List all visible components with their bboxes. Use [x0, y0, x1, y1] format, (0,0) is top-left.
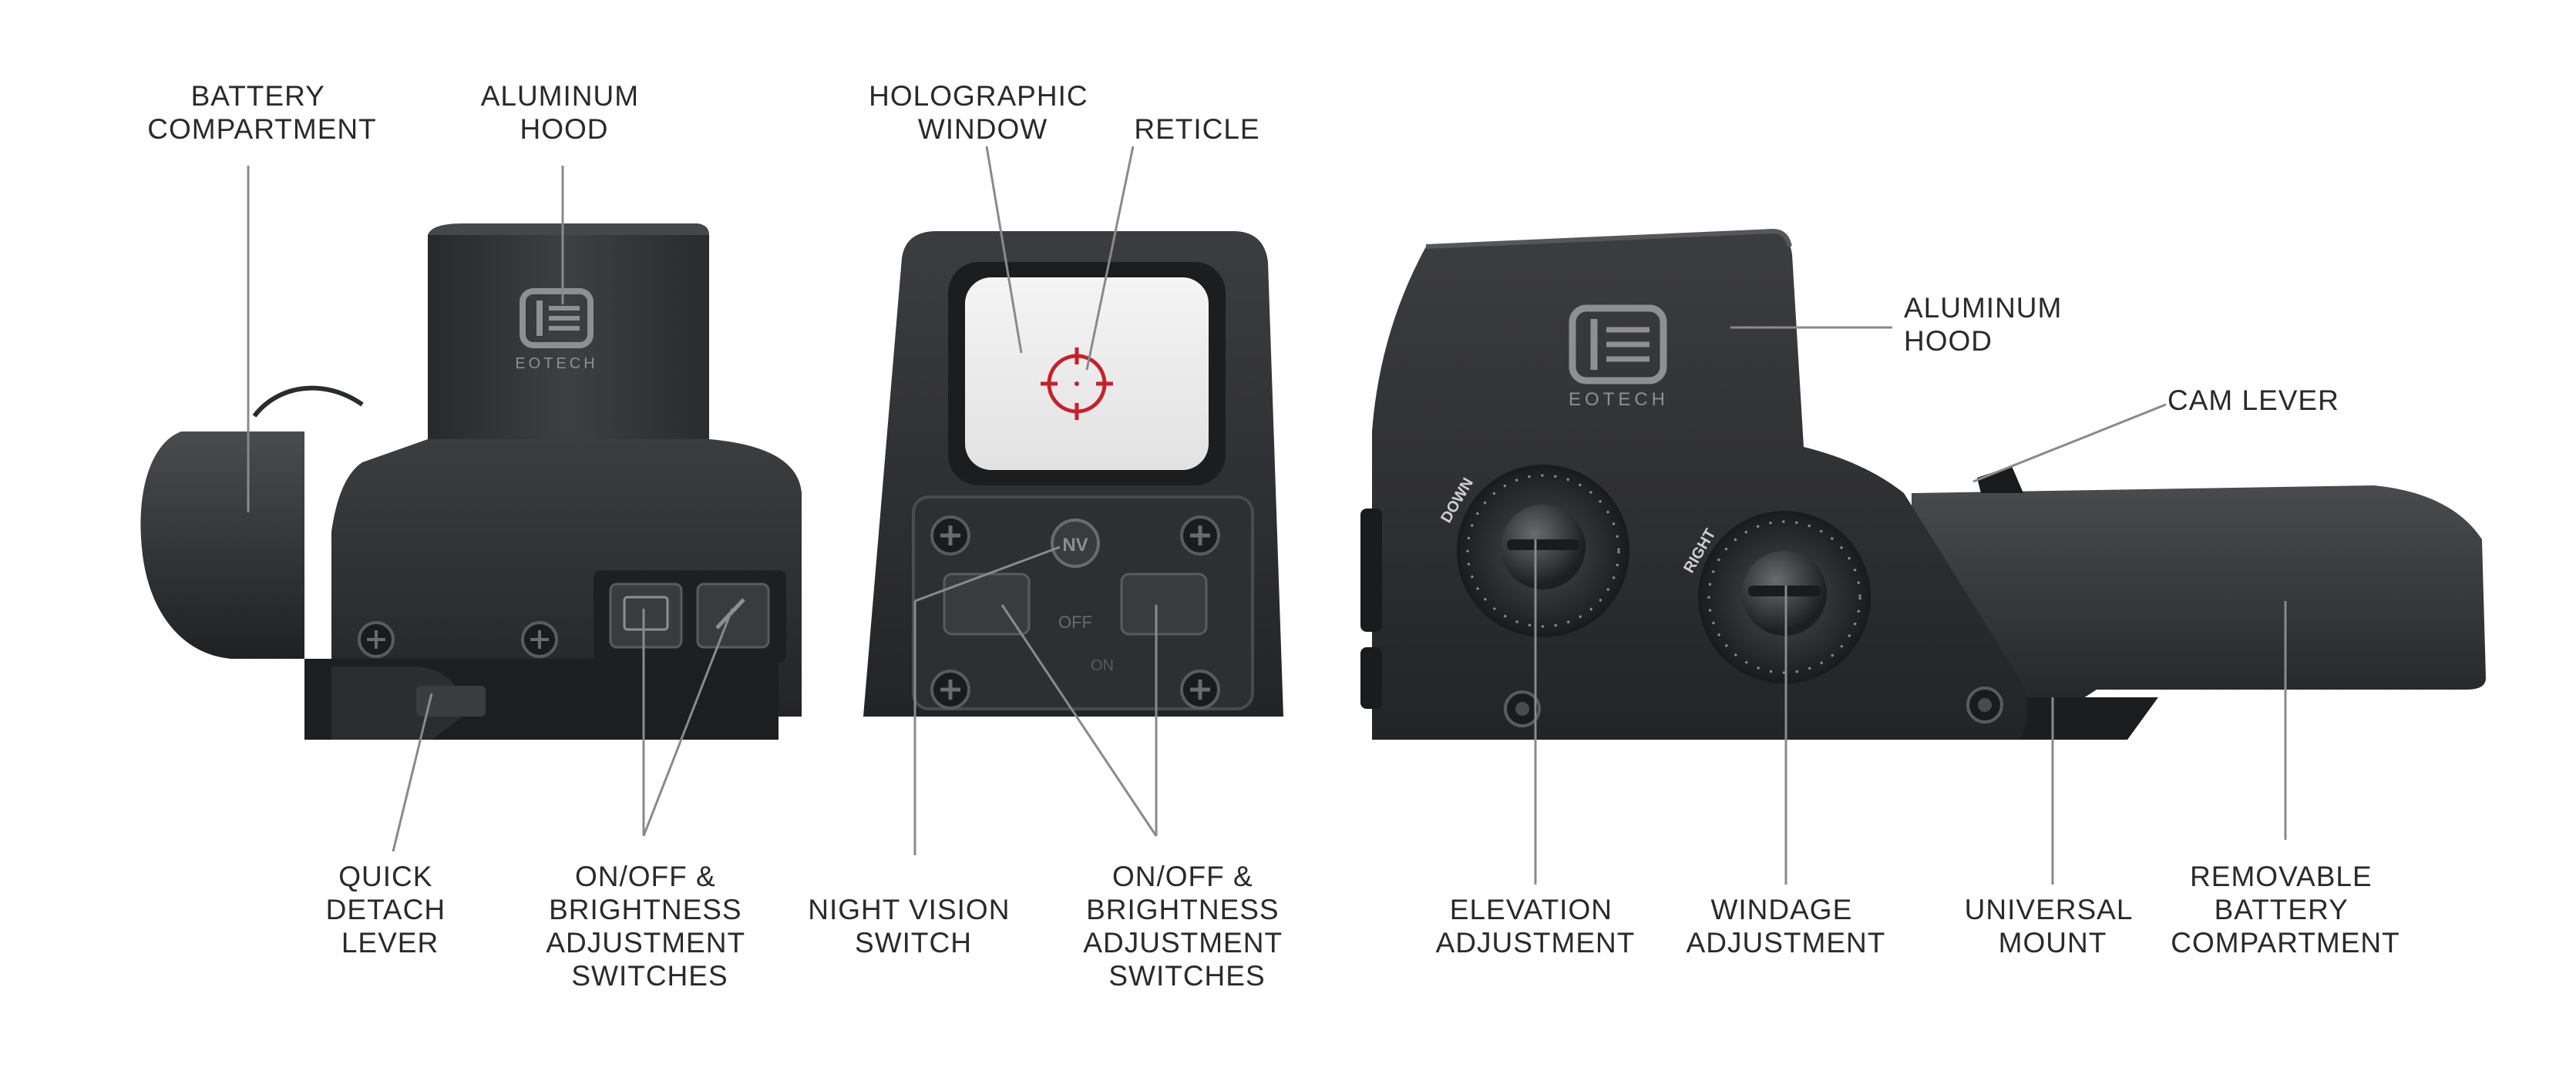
rear-view: EOTECH	[140, 223, 802, 740]
leader-lines	[247, 146, 2287, 885]
side-logo-icon	[1569, 304, 1667, 384]
front-screw-tr-icon	[1180, 515, 1220, 556]
night-vision-button[interactable]	[1051, 519, 1100, 568]
rear-screw-left-icon	[358, 621, 395, 658]
label-side-aluminum-hood: ALUMINUM HOOD	[1904, 292, 2071, 357]
rear-switch-up-button[interactable]	[609, 583, 683, 649]
front-control-panel	[912, 495, 1254, 710]
front-view: NV OFF ON	[863, 231, 1283, 717]
label-reticle: RETICLE	[1134, 113, 1259, 145]
rear-hood	[428, 235, 709, 493]
label-night-vision-switch: NIGHT VISION SWITCH	[808, 894, 1018, 959]
side-universal-mount	[2004, 697, 2158, 740]
front-screw-tl-icon	[930, 515, 970, 556]
rear-screw-right-icon	[521, 621, 558, 658]
label-holographic-window: HOLOGRAPHIC WINDOW	[869, 80, 1097, 145]
front-switch-right-button[interactable]	[1120, 572, 1208, 636]
rear-logo-icon	[520, 288, 594, 348]
label-rear-onoff-switches: ON/OFF & BRIGHTNESS ADJUSTMENT SWITCHES	[546, 861, 753, 992]
labels: BATTERY COMPARTMENT ALUMINUM HOOD QUICK …	[147, 80, 2399, 992]
label-universal-mount: UNIVERSAL MOUNT	[1965, 894, 2141, 959]
side-screw-left-icon	[1504, 690, 1541, 727]
nv-button-label: NV	[1062, 535, 1088, 556]
rear-battery-cap	[140, 431, 304, 659]
on-marking: ON	[1091, 657, 1114, 674]
label-quick-detach-lever: QUICK DETACH LEVER	[326, 861, 455, 959]
front-screw-bl-icon	[930, 670, 970, 710]
off-marking: OFF	[1058, 613, 1092, 632]
side-screw-right-icon	[1966, 687, 2003, 724]
label-rear-battery-compartment: BATTERY COMPARTMENT	[147, 80, 376, 145]
cam-lever[interactable]	[1977, 466, 2023, 493]
label-front-onoff-switches: ON/OFF & BRIGHTNESS ADJUSTMENT SWITCHES	[1083, 861, 1290, 992]
reticle-icon	[1041, 347, 1113, 420]
holographic-window	[965, 277, 1209, 470]
label-cam-lever: CAM LEVER	[2167, 384, 2339, 416]
side-battery-compartment	[1912, 485, 2486, 740]
label-windage-adjustment: WINDAGE ADJUSTMENT	[1687, 894, 1886, 959]
front-screw-br-icon	[1180, 670, 1220, 710]
label-rear-aluminum-hood: ALUMINUM HOOD	[481, 80, 648, 145]
side-logo-text: EOTECH	[1569, 389, 1669, 410]
label-elevation-adjustment: ELEVATION ADJUSTMENT	[1436, 894, 1636, 959]
rear-logo-text: EOTECH	[515, 355, 597, 372]
rear-switch-down-button[interactable]	[696, 583, 770, 649]
label-removable-battery-compartment: REMOVABLE BATTERY COMPARTMENT	[2171, 861, 2399, 959]
